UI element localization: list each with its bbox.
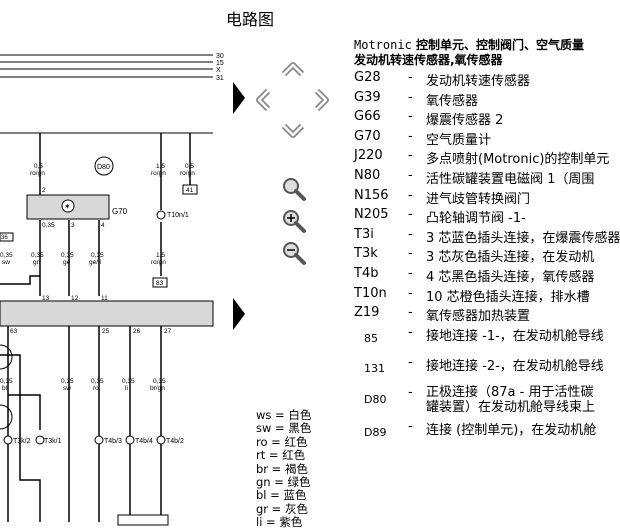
bus-label-31: 31 <box>216 75 224 82</box>
pan-left-icon[interactable] <box>254 88 272 112</box>
pan-up-icon[interactable] <box>281 60 305 78</box>
wire-color-item: gr = 灰色 <box>256 501 308 516</box>
d80-label: D80 <box>97 164 110 171</box>
svg-text:T3k/1: T3k/1 <box>44 438 62 445</box>
svg-text:bl: bl <box>2 385 8 392</box>
svg-text:0,35: 0,35 <box>91 378 104 385</box>
svg-text:0,35: 0,35 <box>91 252 104 259</box>
legend-row: 85-接地连接 -1-，在发动机舱导线 <box>364 324 604 345</box>
svg-text:63: 63 <box>10 328 18 335</box>
pan-down-icon[interactable] <box>281 122 305 140</box>
svg-text:0,35: 0,35 <box>31 252 44 259</box>
svg-text:ro: ro <box>93 385 99 392</box>
svg-text:T4b/3: T4b/3 <box>104 438 122 445</box>
legend-row: Z19-氧传感器加热装置 <box>354 305 531 325</box>
bus-label-15: 15 <box>216 60 224 67</box>
svg-text:T4b/2: T4b/2 <box>166 438 184 445</box>
bus-label-30: 30 <box>216 53 224 60</box>
svg-text:sw: sw <box>2 259 10 266</box>
j220-control-unit <box>0 300 214 327</box>
legend-row: T4b-4 芯黑色插头连接，氧传感器 <box>354 265 595 285</box>
svg-text:26: 26 <box>133 328 141 335</box>
svg-text:✶: ✶ <box>64 202 71 211</box>
legend-row: G70-空气质量计 <box>354 128 492 148</box>
next-page-arrow-icon[interactable] <box>233 298 245 330</box>
svg-text:0,35: 0,35 <box>42 222 55 229</box>
svg-text:T3k/2: T3k/2 <box>13 438 31 445</box>
legend-row: J220-多点喷射(Motronic)的控制单元 <box>354 148 610 168</box>
previous-page-arrow-icon[interactable] <box>233 82 245 114</box>
svg-text:0,35: 0,35 <box>153 378 166 385</box>
svg-text:li: li <box>125 385 128 392</box>
svg-text:12: 12 <box>71 295 79 302</box>
circuit-diagram: 30 15 X 31 D80 0,5 ro/gn 1,5 ro/gn 0,5 r… <box>0 53 224 526</box>
legend-row: T10n-10 芯橙色插头连接，排水槽 <box>354 285 590 305</box>
svg-text:sw: sw <box>63 385 71 392</box>
svg-text:gn: gn <box>33 259 41 266</box>
svg-text:ge/li: ge/li <box>89 259 101 266</box>
legend-row: G28-发动机转速传感器 <box>354 70 531 89</box>
svg-text:11: 11 <box>101 295 108 302</box>
wire-color-item: gn = 绿色 <box>256 475 311 490</box>
wire-color-key: ws = 白色 sw = 黑色 ro = 红色 rt = 红色 br = 褐色 … <box>256 408 312 530</box>
pan-right-icon[interactable] <box>313 88 331 112</box>
svg-text:ro/gn: ro/gn <box>151 259 166 266</box>
bus-label-x: X <box>216 67 221 74</box>
legend-row: D89-连接 (控制单元)，在发动机舱 <box>364 418 597 439</box>
svg-text:27: 27 <box>164 328 172 335</box>
svg-text:br/gn: br/gn <box>150 385 165 392</box>
svg-text:ro/gn: ro/gn <box>30 170 45 177</box>
page-title: 电路图 <box>226 10 275 29</box>
svg-text:0,35: 0,35 <box>122 378 135 385</box>
legend-row: T3i-3 芯蓝色插头连接，在爆震传感器 <box>354 226 620 246</box>
legend-row: N80-活性碳罐装置电磁阀 1（周围 <box>354 167 595 187</box>
wire-color-item: ws = 白色 <box>256 408 312 422</box>
svg-text:T4b/4: T4b/4 <box>135 438 153 445</box>
svg-text:ro/gn: ro/gn <box>151 170 166 177</box>
legend-title: Motronic 控制单元、控制阀门、空气质量 发动机转速传感器,氧传感器 <box>354 38 584 67</box>
wire-color-item: li = 紫色 <box>256 515 303 530</box>
svg-text:83: 83 <box>156 280 164 287</box>
wire-color-item: ro = 红色 <box>256 434 308 449</box>
svg-text:2: 2 <box>42 187 46 194</box>
svg-text:4: 4 <box>101 222 105 229</box>
wire-color-item: rt = 红色 <box>256 448 306 463</box>
legend-row: D80-正极连接（87a - 用于活性碳罐装置）在发动机舱导线束上 <box>364 384 596 415</box>
component-legend: G28-发动机转速传感器 G39-氧传感器 G66-爆震传感器 2 G70-空气… <box>354 70 620 449</box>
svg-text:0,35: 0,35 <box>0 378 13 385</box>
legend-row: T3k-3 芯灰色插头连接，在发动机 <box>354 246 595 266</box>
svg-text:3: 3 <box>71 222 75 229</box>
wire-color-item: br = 褐色 <box>256 461 308 476</box>
svg-text:0,35: 0,35 <box>0 252 13 259</box>
zoom-in-icon[interactable] <box>281 208 307 234</box>
legend-row: N156-进气歧管转换阀门 <box>354 187 531 207</box>
svg-text:36: 36 <box>1 235 8 241</box>
svg-text:ge: ge <box>63 259 71 266</box>
svg-text:G70: G70 <box>112 207 128 216</box>
legend-row: N205-凸轮轴调节阀 -1- <box>354 207 526 227</box>
svg-text:ro/gn: ro/gn <box>180 170 195 177</box>
power-bus <box>0 54 213 134</box>
svg-text:41: 41 <box>186 187 194 194</box>
wire-color-item: sw = 黑色 <box>256 421 312 436</box>
legend-row: G39-氧传感器 <box>354 89 479 109</box>
svg-text:1,5: 1,5 <box>156 252 165 259</box>
legend-row: G66-爆震传感器 2 <box>354 109 504 129</box>
svg-text:25: 25 <box>102 328 110 335</box>
zoom-fit-icon[interactable] <box>281 176 307 202</box>
legend-row: 131-接地连接 -2-，在发动机舱导线 <box>364 354 604 375</box>
svg-text:T10n/1: T10n/1 <box>167 212 189 219</box>
svg-text:0,35: 0,35 <box>61 252 74 259</box>
svg-text:0,5: 0,5 <box>185 163 194 170</box>
wire-color-item: bl = 蓝色 <box>256 488 307 503</box>
svg-text:0,5: 0,5 <box>34 163 43 170</box>
svg-text:0,35: 0,35 <box>61 378 74 385</box>
svg-text:1,5: 1,5 <box>156 163 165 170</box>
zoom-out-icon[interactable] <box>281 240 307 266</box>
svg-text:13: 13 <box>42 295 50 302</box>
